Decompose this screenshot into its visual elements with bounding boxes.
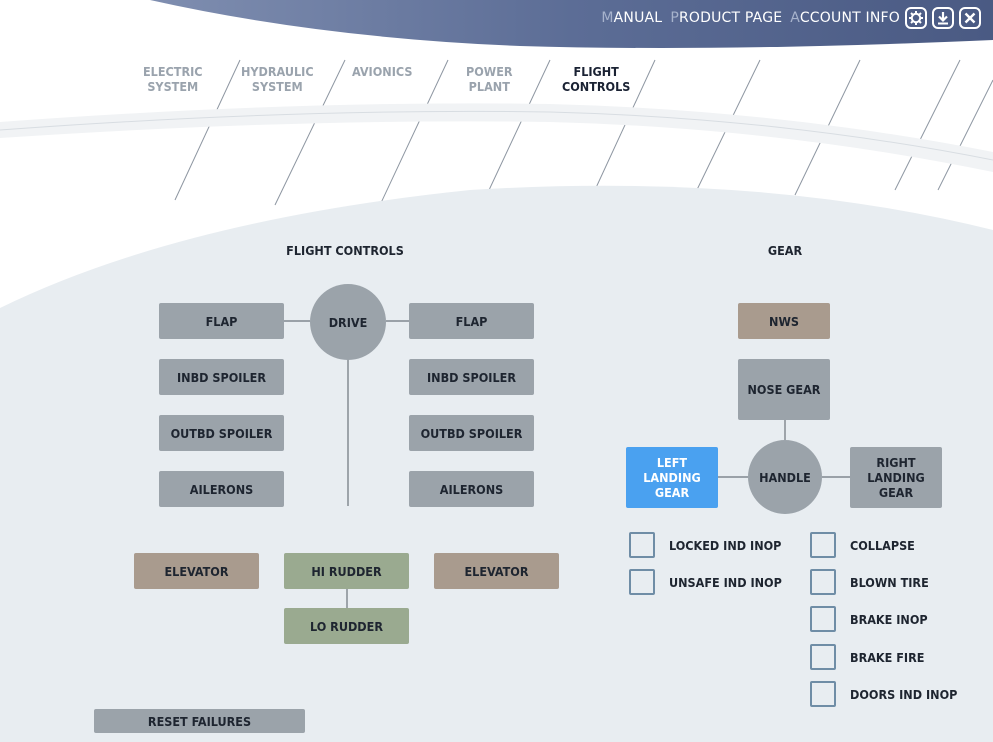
close-icon-glyph [964,12,976,24]
unsafe-ind-inop-checkbox[interactable]: UNSAFE IND INOP [629,569,782,595]
right-inbd-spoiler-button[interactable]: INBD SPOILER [409,359,534,395]
manual-link[interactable]: MANUAL [601,10,663,26]
left-landing-gear-button[interactable]: LEFT LANDING GEAR [626,447,718,508]
checkbox-box[interactable] [810,606,836,632]
brake-inop-checkbox[interactable]: BRAKE INOP [810,606,928,632]
manual-link-text: ANUAL [613,10,663,26]
nws-button[interactable]: NWS [738,303,830,339]
lo-rudder-button[interactable]: LO RUDDER [284,608,409,644]
checkbox-label: UNSAFE IND INOP [669,574,782,590]
tab-flight-controls[interactable]: FLIGHT CONTROLS [562,64,630,94]
right-elevator-button[interactable]: ELEVATOR [434,553,559,589]
checkbox-label: DOORS IND INOP [850,686,958,702]
tab-label-line2: SYSTEM [147,79,199,94]
doors-ind-inop-checkbox[interactable]: DOORS IND INOP [810,681,957,707]
right-landing-gear-line2: LANDING [867,470,925,485]
tab-label-line1: AVIONICS [352,64,413,79]
left-ailerons-button[interactable]: AILERONS [159,471,284,507]
download-icon-glyph [938,12,948,25]
checkbox-label: LOCKED IND INOP [669,537,782,553]
left-landing-gear-line2: LANDING [643,470,701,485]
checkbox-box[interactable] [810,569,836,595]
tab-electric-system[interactable]: ELECTRIC SYSTEM [143,64,203,94]
header-band [150,0,993,48]
tab-hydraulic-system[interactable]: HYDRAULIC SYSTEM [241,64,314,94]
tab-label-line1: ELECTRIC [143,64,203,79]
drive-button[interactable]: DRIVE [310,284,386,360]
hi-rudder-button[interactable]: HI RUDDER [284,553,409,589]
gear-title: GEAR [767,243,803,258]
checkbox-box[interactable] [629,532,655,558]
product-page-link[interactable]: PRODUCT PAGE [670,10,783,26]
download-icon[interactable] [932,7,954,29]
checkbox-label: BRAKE FIRE [850,649,925,665]
right-ailerons-button[interactable]: AILERONS [409,471,534,507]
top-nav: MANUAL PRODUCT PAGE ACCOUNT INFO [601,6,981,30]
tab-label-line2: PLANT [468,79,510,94]
left-landing-gear-line3: GEAR [654,485,690,500]
checkbox-label: BLOWN TIRE [850,574,929,590]
tab-label-line2: CONTROLS [562,79,631,94]
checkbox-box[interactable] [810,644,836,670]
left-outbd-spoiler-button[interactable]: OUTBD SPOILER [159,415,284,451]
checkbox-label: COLLAPSE [850,537,915,553]
right-landing-gear-line3: GEAR [878,485,914,500]
flight-controls-title: FLIGHT CONTROLS [286,243,404,258]
account-info-link[interactable]: ACCOUNT INFO [790,10,900,26]
right-landing-gear-button[interactable]: RIGHT LANDING GEAR [850,447,942,508]
checkbox-label: BRAKE INOP [850,611,928,627]
collapse-checkbox[interactable]: COLLAPSE [810,532,915,558]
tab-avionics[interactable]: AVIONICS [352,64,412,79]
nose-gear-button[interactable]: NOSE GEAR [738,359,830,420]
left-landing-gear-line1: LEFT [656,455,688,470]
gear-connectors [718,420,850,478]
right-landing-gear-line1: RIGHT [876,455,916,470]
tab-label-line1: POWER [466,64,513,79]
gear-icon[interactable] [905,7,927,29]
checkbox-box[interactable] [629,569,655,595]
tab-label-line1: HYDRAULIC [241,64,314,79]
handle-button[interactable]: HANDLE [748,440,822,514]
right-flap-button[interactable]: FLAP [409,303,534,339]
left-inbd-spoiler-button[interactable]: INBD SPOILER [159,359,284,395]
flight-connectors [284,320,409,608]
checkbox-box[interactable] [810,532,836,558]
reset-failures-button[interactable]: RESET FAILURES [94,709,305,733]
gear-icon-glyph [909,11,923,25]
locked-ind-inop-checkbox[interactable]: LOCKED IND INOP [629,532,781,558]
brake-fire-checkbox[interactable]: BRAKE FIRE [810,644,924,670]
blown-tire-checkbox[interactable]: BLOWN TIRE [810,569,929,595]
tab-underline [0,103,993,172]
tab-label-line1: FLIGHT [573,64,619,79]
right-outbd-spoiler-button[interactable]: OUTBD SPOILER [409,415,534,451]
left-flap-button[interactable]: FLAP [159,303,284,339]
tab-label-line2: SYSTEM [251,79,303,94]
checkbox-box[interactable] [810,681,836,707]
tab-power-plant[interactable]: POWER PLANT [466,64,513,94]
close-icon[interactable] [959,7,981,29]
left-elevator-button[interactable]: ELEVATOR [134,553,259,589]
